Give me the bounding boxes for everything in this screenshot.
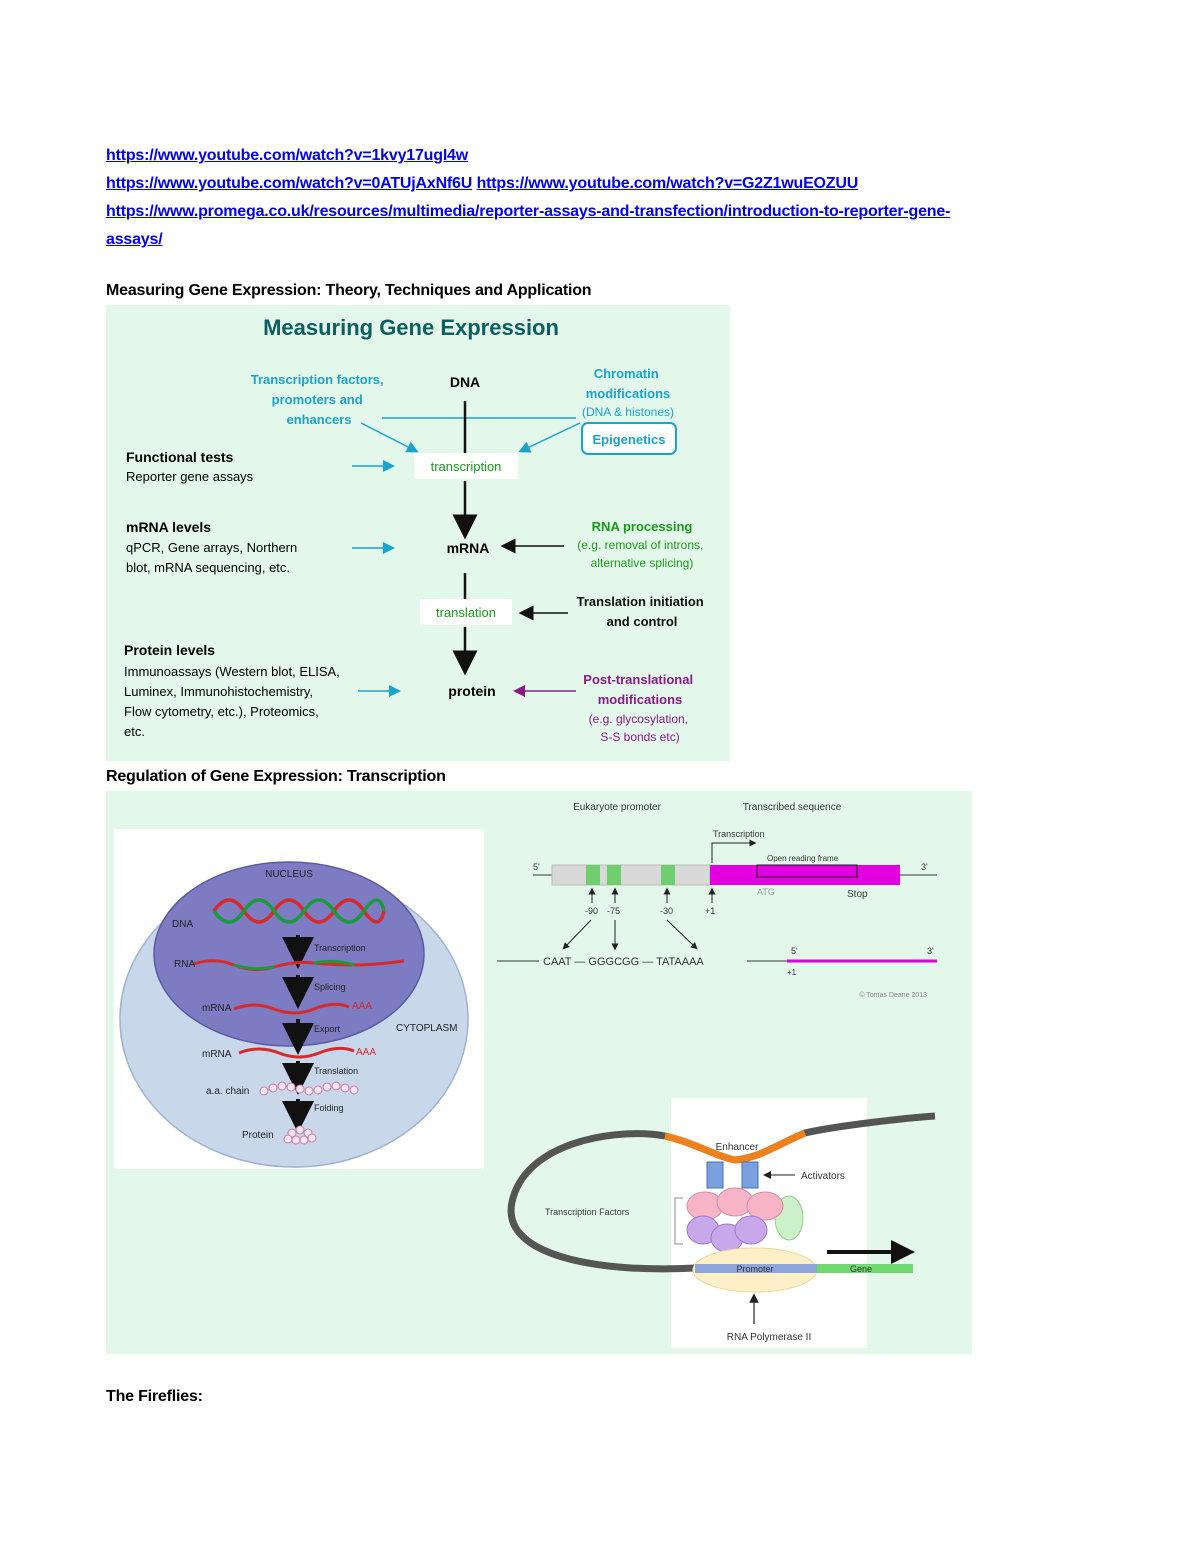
pos-90: -90 (585, 906, 598, 916)
gene-label: Gene (850, 1264, 872, 1274)
ptm-sub: (e.g. glycosylation, S-S bonds etc) (589, 712, 692, 744)
links-block: https://www.youtube.com/watch?v=1kvy17ug… (106, 142, 1066, 254)
five-prime-label-2: 5' (791, 946, 798, 956)
transcription-factors-cluster (686, 1187, 804, 1253)
polymerase-label: RNA Polymerase II (727, 1332, 811, 1343)
aaa-2: AAA (356, 1047, 376, 1058)
promoter-bar (551, 864, 711, 886)
box-30 (661, 865, 675, 885)
rna-processing-title: RNA processing (592, 519, 693, 534)
mrna-label-1: mRNA (202, 1003, 232, 1014)
functional-tests-title: Functional tests (126, 449, 234, 465)
dna-label: DNA (450, 374, 480, 390)
protein-label: protein (448, 683, 495, 699)
dna-label: DNA (172, 919, 193, 930)
activators-label: Activators (801, 1171, 845, 1182)
rna-label: RNA (174, 959, 195, 970)
gene-segment (817, 1264, 913, 1273)
promega-link-line2: assays/ (106, 231, 163, 248)
step-splicing: Splicing (314, 982, 346, 992)
youtube-link-2[interactable]: https://www.youtube.com/watch?v=0ATUjAxN… (106, 175, 473, 192)
transcription-box (414, 453, 518, 479)
dna-strand-green (212, 898, 386, 924)
enhancer-segment (664, 1129, 807, 1164)
youtube-link-1[interactable]: https://www.youtube.com/watch?v=1kvy17ug… (106, 147, 469, 164)
pos-30: -30 (660, 906, 673, 916)
promoter-segment (695, 1264, 817, 1273)
cell-diagram: NUCLEUS CYTOPLASM DNA Transcription RNA … (114, 829, 484, 1169)
promega-link-line1: https://www.promega.co.uk/resources/mult… (106, 203, 951, 220)
translation-box (420, 599, 512, 625)
box-75 (607, 865, 621, 885)
chromatin-sub: (DNA & histones) (582, 405, 674, 419)
enhancer-label: Enhancer (716, 1142, 759, 1153)
plus1-label: +1 (787, 968, 797, 977)
mrna-label: mRNA (447, 540, 490, 556)
promega-link[interactable]: https://www.promega.co.uk/resources/mult… (106, 203, 950, 248)
fireflies-heading: The Fireflies: (106, 1388, 203, 1405)
three-prime-label-2: 3' (927, 946, 934, 956)
copyright-label: © Tomas Deane 2013 (859, 991, 927, 999)
dna-loop-left (507, 1130, 696, 1273)
pos-plus1: +1 (705, 906, 715, 916)
protein-levels-text: Immunoassays (Western blot, ELISA, Lumin… (124, 664, 343, 739)
orf-box (756, 864, 858, 878)
nucleus-shape (153, 861, 425, 1047)
ptm-label: Post-translational modifications (583, 672, 696, 707)
protein-label: Protein (242, 1130, 274, 1141)
eukaryote-promoter-diagram: Eukaryote promoter Transcribed sequence … (497, 802, 937, 999)
chromatin-label: Chromatin modifications (586, 366, 671, 401)
protein-beads (283, 1125, 317, 1145)
functional-tests-sub: Reporter gene assays (126, 469, 254, 484)
cytoplasm-label: CYTOPLASM (396, 1023, 458, 1034)
stop-label: Stop (847, 889, 868, 900)
activator-1 (706, 1161, 724, 1189)
transcribed-sequence-label: Transcribed sequence (743, 802, 842, 813)
orf-label: Open reading frame (767, 854, 839, 863)
mrna-label-2: mRNA (202, 1049, 232, 1060)
mrna-strand-2 (238, 1046, 355, 1059)
step-transcription: Transcription (314, 943, 366, 953)
mrna-levels-title: mRNA levels (126, 519, 211, 535)
aa-chain-beads (259, 1081, 359, 1096)
step-translation: Translation (314, 1066, 358, 1076)
epigenetics-box (581, 422, 677, 455)
box-90 (586, 865, 600, 885)
rna-strand (193, 959, 405, 972)
tf-label: Transcription Factors (545, 1207, 630, 1217)
transcription-label: transcription (431, 459, 502, 474)
activator-2 (741, 1161, 759, 1189)
epigenetics-label: Epigenetics (593, 432, 666, 447)
figure-background (106, 305, 730, 761)
three-prime-label: 3' (921, 862, 928, 872)
measuring-heading: Measuring Gene Expression: Theory, Techn… (106, 282, 592, 299)
step-folding: Folding (314, 1103, 344, 1113)
mrna-strand-1 (233, 1002, 350, 1015)
eukaryote-promoter-label: Eukaryote promoter (573, 802, 661, 813)
step-export: Export (314, 1024, 341, 1034)
sequence-label: CAAT — GGGCGG — TATAAAA (543, 956, 704, 968)
tf-label: Transcription factors, promoters and enh… (251, 372, 388, 427)
youtube-link-3[interactable]: https://www.youtube.com/watch?v=G2Z1wuEO… (476, 175, 859, 192)
transcription-small-label: Transcription (713, 829, 765, 839)
transcribed-bar (710, 865, 900, 885)
measuring-gene-expression-figure: Measuring Gene Expression Transcription … (106, 305, 730, 761)
pos-75: -75 (607, 906, 620, 916)
protein-levels-title: Protein levels (124, 642, 215, 658)
aa-chain-label: a.a. chain (206, 1086, 249, 1097)
mrna-levels-text: qPCR, Gene arrays, Northern blot, mRNA s… (126, 540, 301, 575)
regulation-heading: Regulation of Gene Expression: Transcrip… (106, 768, 446, 785)
figure-title: Measuring Gene Expression (263, 315, 559, 340)
rna-processing-text: (e.g. removal of introns, alternative sp… (577, 538, 706, 570)
translation-initiation-label: Translation initiation and control (577, 594, 708, 629)
enhancer-loop-diagram: Enhancer Activators Transcription Factor… (507, 1098, 936, 1348)
promoter-label: Promoter (736, 1264, 773, 1274)
five-prime-label: 5' (533, 862, 540, 872)
nucleus-label: NUCLEUS (265, 869, 313, 880)
atg-label: ATG (757, 887, 775, 897)
aaa-1: AAA (352, 1001, 372, 1012)
translation-label: translation (436, 605, 496, 620)
